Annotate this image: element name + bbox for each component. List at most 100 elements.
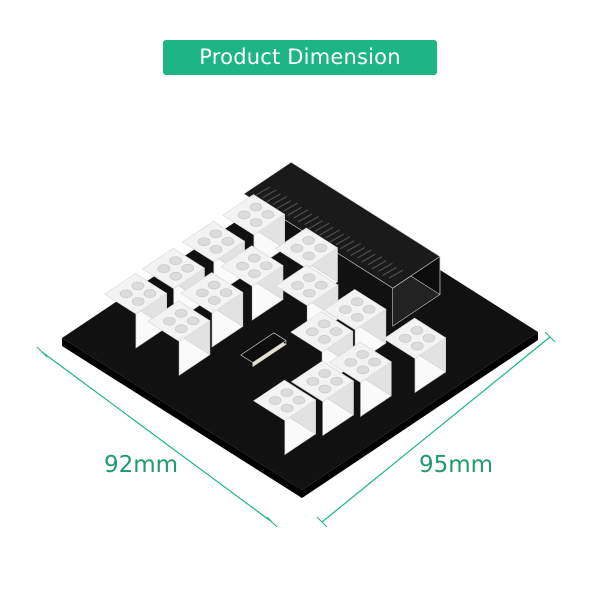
pcie-connector-top	[222, 194, 286, 236]
connector-socket	[317, 319, 331, 329]
connector-socket	[330, 376, 344, 386]
connector-pin	[340, 240, 355, 250]
connector-socket	[249, 218, 263, 227]
connector-pin	[378, 262, 393, 272]
pcie-connector-top	[328, 341, 392, 383]
connector-socket	[163, 316, 176, 326]
pcie-connector-top	[220, 245, 284, 287]
connector-socket	[302, 273, 316, 282]
connector-socket	[302, 251, 316, 261]
connector-socket	[410, 341, 424, 351]
connector-socket	[351, 313, 364, 322]
connector-socket	[175, 324, 188, 334]
connector-socket	[143, 289, 157, 298]
connector-pin	[297, 213, 313, 223]
connector-socket	[318, 369, 332, 378]
voltage-display-top	[240, 332, 287, 363]
connector-socket	[186, 316, 200, 326]
connector-socket	[169, 271, 183, 281]
depth-dimension-line-tick	[316, 516, 328, 528]
connector-socket	[290, 244, 304, 253]
pcie-connector-top	[323, 289, 387, 331]
pcie-connector-top	[180, 272, 244, 314]
connector-socket	[318, 384, 332, 394]
connector-socket	[350, 297, 364, 307]
connector-socket	[329, 327, 343, 336]
connector-socket	[219, 288, 233, 297]
connector-socket	[196, 288, 209, 298]
connector-socket	[157, 264, 171, 273]
pcie-connector-top	[253, 379, 317, 421]
connector-socket	[280, 388, 294, 397]
width-dimension-label: 92mm	[104, 452, 179, 478]
connector-pin	[304, 216, 319, 225]
connector-pin	[335, 236, 351, 246]
connector-socket	[314, 243, 328, 253]
connector-pin	[262, 189, 277, 199]
connector-pin	[318, 226, 334, 236]
connector-socket	[209, 245, 223, 254]
connector-socket	[280, 403, 294, 413]
connector-socket	[261, 210, 275, 219]
connector-pin	[287, 206, 302, 216]
connector-socket	[174, 309, 188, 318]
pcie-connector-top	[104, 273, 168, 315]
connector-pin	[293, 209, 309, 219]
connector-socket	[306, 377, 320, 386]
width-dimension-line-tick	[266, 516, 278, 528]
connector-pin	[325, 229, 340, 239]
connector-socket	[368, 357, 381, 367]
pcie-connector-top	[383, 317, 447, 359]
connector-pin	[371, 260, 387, 270]
connector-socket	[131, 297, 145, 306]
connector-pin	[388, 269, 404, 279]
connector-socket	[356, 350, 369, 359]
width-dimension-line	[41, 351, 273, 523]
connector-pin	[283, 202, 298, 212]
connector-pin	[276, 200, 292, 210]
connector-socket	[221, 237, 235, 246]
connector-pin	[357, 249, 372, 259]
pcie-connector-top	[290, 360, 354, 402]
connector-pin	[329, 233, 345, 243]
connector-pin	[266, 193, 281, 203]
width-dimension-line-tick	[36, 346, 48, 358]
connector-pin	[314, 222, 330, 232]
connector-socket	[207, 280, 221, 290]
connector-socket	[410, 326, 424, 335]
connector-pin	[361, 253, 376, 263]
pcie-connector-top	[275, 264, 339, 306]
connector-socket	[317, 335, 331, 344]
pcie-connector-top	[141, 247, 205, 289]
connector-socket	[247, 253, 261, 263]
product-dimension-banner: Product Dimension	[163, 40, 437, 75]
connector-socket	[292, 395, 306, 405]
connector-socket	[197, 237, 211, 247]
connector-socket	[169, 256, 182, 266]
pcie-connector-top	[147, 300, 211, 342]
connector-socket	[259, 261, 273, 271]
connector-socket	[339, 305, 352, 315]
connector-socket	[362, 305, 376, 314]
connector-socket	[237, 210, 251, 220]
connector-pin	[346, 242, 362, 252]
connector-pin	[272, 196, 288, 205]
connector-socket	[344, 358, 358, 367]
connector-socket	[398, 334, 412, 343]
pcie-connector-top	[274, 227, 338, 269]
connector-socket	[305, 327, 319, 337]
connector-pin	[308, 220, 323, 230]
connector-socket	[209, 229, 223, 239]
connector-pin	[382, 267, 397, 276]
depth-dimension-label: 95mm	[419, 452, 494, 478]
pcie-connector-top	[290, 311, 354, 353]
connector-socket	[208, 296, 221, 305]
connector-socket	[131, 281, 145, 291]
connector-pin	[350, 246, 366, 256]
depth-dimension-line-tick	[544, 331, 556, 343]
connector-socket	[422, 333, 436, 343]
connector-socket	[119, 289, 133, 299]
connector-socket	[314, 280, 328, 290]
connector-pin	[367, 256, 383, 266]
depth-dimension-line	[321, 336, 551, 523]
